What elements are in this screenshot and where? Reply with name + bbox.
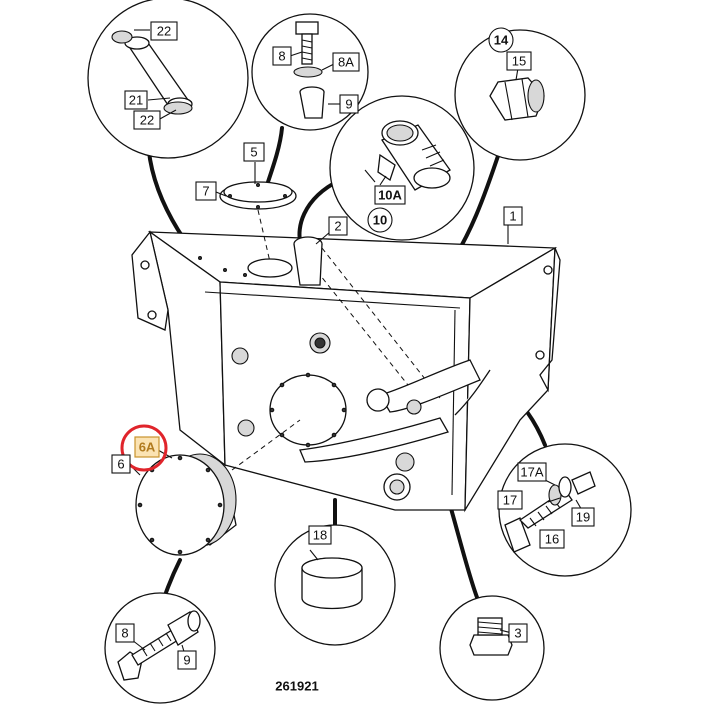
callout-21: 21 — [129, 93, 143, 108]
callout-2: 2 — [334, 219, 341, 234]
highlight-ring-6a — [120, 424, 168, 472]
callout-box-16 — [539, 529, 565, 549]
callout-circle-14 — [488, 27, 514, 53]
callout-box-7 — [195, 181, 217, 201]
callout-19: 19 — [576, 510, 590, 525]
callout-7: 7 — [202, 184, 209, 199]
callout-box-1 — [503, 206, 523, 226]
callout-box-6 — [111, 454, 131, 474]
callout-labels: 22 21 22 8 8A 9 14 15 5 7 10A 10 — [111, 21, 595, 670]
detail-hose-clips — [87, 0, 249, 159]
callout-box-9-top — [339, 94, 359, 114]
callout-17a: 17A — [520, 465, 543, 480]
callout-16: 16 — [545, 532, 559, 547]
callout-3: 3 — [514, 626, 521, 641]
callout-box-5 — [243, 142, 265, 162]
callout-15: 15 — [512, 54, 526, 69]
callout-box-8-top — [272, 46, 292, 66]
callout-6a: 6A — [139, 440, 156, 455]
detail-filler-neck — [329, 95, 475, 241]
callout-circle-10 — [367, 207, 393, 233]
detail-screw-plug — [439, 595, 545, 701]
callout-box-8-bottom — [115, 623, 135, 643]
callout-22-top: 22 — [157, 24, 171, 39]
callout-box-10a — [374, 185, 406, 205]
access-cover-assembly — [135, 453, 237, 556]
detail-bolt-spacer-top — [251, 13, 369, 131]
callout-1: 1 — [509, 209, 516, 224]
drawing-number: 261921 — [275, 679, 318, 694]
callout-box-22-bottom — [133, 110, 161, 130]
callout-18: 18 — [313, 528, 327, 543]
callout-9-bottom: 9 — [183, 653, 190, 668]
detail-bolt-spacer-bottom — [104, 592, 216, 704]
callout-box-21 — [124, 90, 148, 110]
callout-17: 17 — [503, 493, 517, 508]
callout-box-9-bottom — [177, 650, 197, 670]
callout-box-22-top — [150, 21, 178, 41]
callout-6: 6 — [117, 457, 124, 472]
callout-box-17 — [497, 490, 523, 510]
fuel-tank-body — [131, 230, 561, 513]
callout-8-top: 8 — [278, 49, 285, 64]
callout-14: 14 — [494, 33, 509, 48]
callout-box-15 — [506, 51, 532, 71]
callout-box-8a — [332, 52, 360, 72]
detail-plug-bottom — [274, 524, 396, 646]
callout-10a: 10A — [378, 188, 402, 203]
callout-9-top: 9 — [345, 97, 352, 112]
callout-10: 10 — [373, 213, 387, 228]
callout-box-2 — [328, 216, 348, 236]
callout-box-17a — [517, 462, 547, 482]
callout-8a: 8A — [338, 55, 354, 70]
callout-box-18 — [308, 525, 332, 545]
callout-8-bottom: 8 — [121, 626, 128, 641]
callout-5: 5 — [250, 145, 257, 160]
detail-plug-top-right — [454, 29, 586, 161]
cover-plate-assembly — [219, 181, 297, 210]
callout-box-19 — [571, 507, 595, 527]
callout-box-6a — [134, 436, 160, 458]
callout-box-3 — [508, 623, 528, 643]
callout-22-bottom: 22 — [140, 113, 154, 128]
